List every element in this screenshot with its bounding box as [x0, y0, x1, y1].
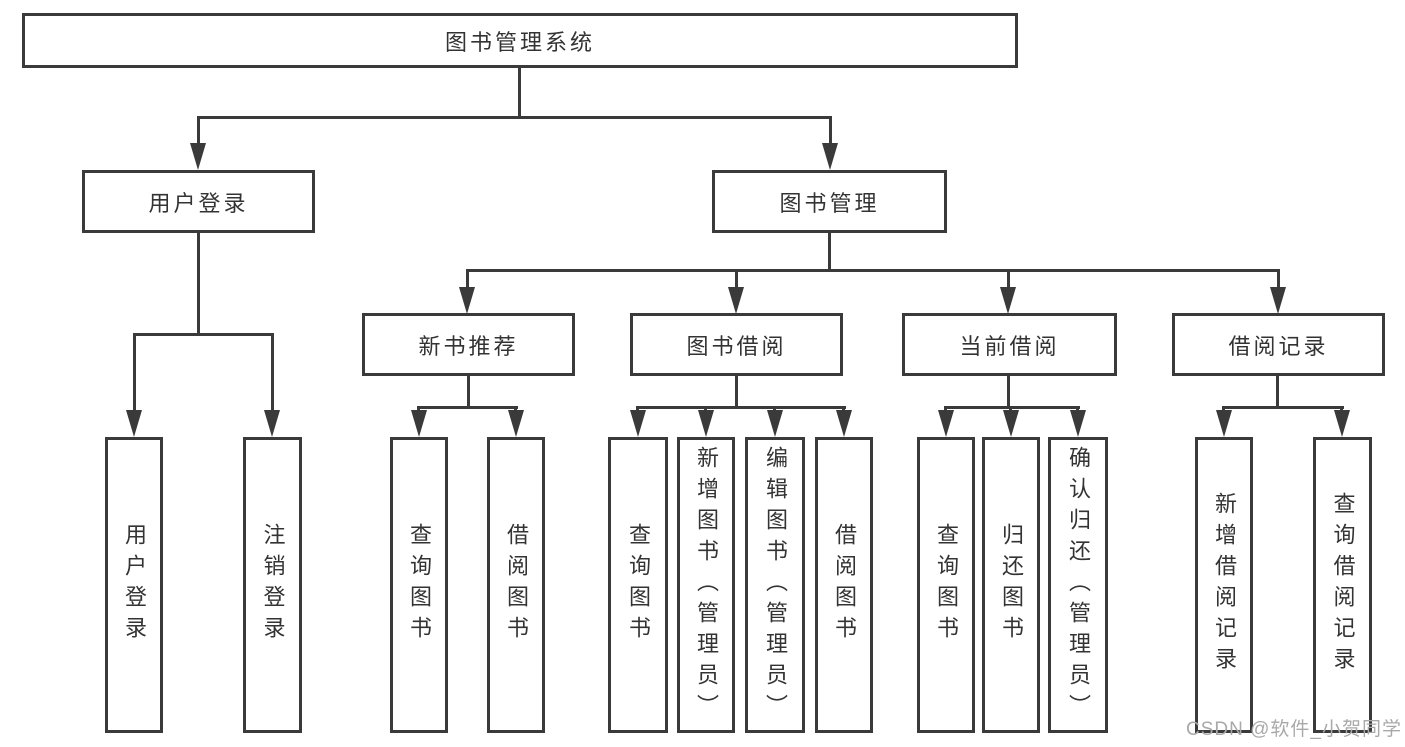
node-label: 新书推荐 [418, 333, 519, 359]
node-label: 用户登录 [148, 190, 249, 216]
leaf-label: 新增借阅记录 [1212, 492, 1237, 678]
leaf-edit-book-admin: 编辑图书（管理员） [745, 437, 805, 733]
arrowhead-icon [1003, 410, 1019, 437]
connector-current-bar [944, 406, 1080, 409]
leaf-query-book-1: 查询图书 [390, 437, 448, 733]
arrowhead-icon [728, 287, 744, 314]
node-root: 图书管理系统 [22, 13, 1018, 68]
connector-mgmt-bar [466, 269, 1280, 272]
node-book-management: 图书管理 [712, 170, 947, 233]
arrowhead-icon [1216, 410, 1232, 437]
connector-module-stem [466, 269, 469, 291]
node-label: 借阅记录 [1228, 333, 1329, 359]
connector-record-bar [1222, 406, 1344, 409]
leaf-query-book-3: 查询图书 [917, 437, 975, 733]
leaf-label: 查询图书 [934, 523, 959, 647]
node-current-borrow: 当前借阅 [902, 313, 1117, 376]
leaf-label: 查询图书 [626, 523, 651, 647]
node-label: 图书借阅 [686, 333, 787, 359]
connector-root-stem [518, 68, 521, 119]
leaf-logout: 注销登录 [243, 437, 302, 733]
node-book-borrow: 图书借阅 [630, 313, 843, 376]
leaf-label: 借阅图书 [832, 523, 857, 647]
leaf-label: 注销登录 [260, 523, 286, 647]
leaf-label: 查询图书 [407, 523, 432, 647]
node-user-login: 用户登录 [82, 170, 315, 233]
node-new-book-recommend: 新书推荐 [362, 313, 575, 376]
leaf-label: 新增图书（管理员） [694, 445, 719, 725]
leaf-user-login: 用户登录 [105, 437, 163, 733]
connector-borrow-bar [636, 406, 846, 409]
leaf-label: 借阅图书 [504, 523, 529, 647]
connector-leaf-stem [133, 333, 136, 414]
arrowhead-icon [630, 410, 646, 437]
node-label: 当前借阅 [959, 333, 1060, 359]
leaf-label: 查询借阅记录 [1330, 492, 1356, 678]
connector-mgmt-down [828, 233, 831, 272]
leaf-label: 编辑图书（管理员） [763, 445, 788, 725]
leaf-borrow-book-1: 借阅图书 [487, 437, 545, 733]
arrowhead-icon [264, 410, 280, 437]
arrowhead-icon [938, 410, 954, 437]
arrowhead-icon [767, 410, 783, 437]
arrowhead-icon [508, 410, 524, 437]
connector-login-bar [133, 333, 274, 336]
arrowhead-icon [822, 143, 838, 170]
node-borrow-record: 借阅记录 [1172, 313, 1385, 376]
connector-module-stem [735, 269, 738, 291]
node-label: 图书管理 [779, 190, 880, 216]
connector-newbook-bar [417, 406, 518, 409]
leaf-label: 确认归还（管理员） [1066, 445, 1091, 725]
connector-record-down [1276, 376, 1279, 409]
connector-login-down [197, 233, 200, 336]
connector-user-login-stem [197, 116, 200, 147]
leaf-add-book-admin: 新增图书（管理员） [677, 437, 735, 733]
watermark: CSDN @软件_小贺同学 [1186, 719, 1402, 740]
arrowhead-icon [1334, 410, 1350, 437]
connector-leaf-stem [271, 333, 274, 414]
arrowhead-icon [411, 410, 427, 437]
leaf-label: 归还图书 [999, 523, 1024, 647]
connector-borrow-down [735, 376, 738, 409]
connector-current-down [1007, 376, 1010, 409]
connector-root-bar [197, 116, 831, 119]
arrowhead-icon [459, 287, 475, 314]
arrowhead-icon [190, 143, 206, 170]
leaf-borrow-book-2: 借阅图书 [815, 437, 873, 733]
leaf-query-borrow-record: 查询借阅记录 [1313, 437, 1372, 733]
arrowhead-icon [126, 410, 142, 437]
arrowhead-icon [1270, 287, 1286, 314]
arrowhead-icon [698, 410, 714, 437]
leaf-query-book-2: 查询图书 [608, 437, 668, 733]
connector-newbook-down [467, 376, 470, 409]
node-root-label: 图书管理系统 [444, 29, 595, 55]
arrowhead-icon [1070, 410, 1086, 437]
leaf-label: 用户登录 [122, 523, 147, 647]
arrowhead-icon [836, 410, 852, 437]
leaf-return-book: 归还图书 [982, 437, 1040, 733]
leaf-add-borrow-record: 新增借阅记录 [1195, 437, 1253, 733]
connector-module-stem [1277, 269, 1280, 291]
connector-book-mgmt-stem [829, 116, 832, 147]
arrowhead-icon [1000, 287, 1016, 314]
connector-module-stem [1007, 269, 1010, 291]
leaf-confirm-return-admin: 确认归还（管理员） [1048, 437, 1108, 733]
